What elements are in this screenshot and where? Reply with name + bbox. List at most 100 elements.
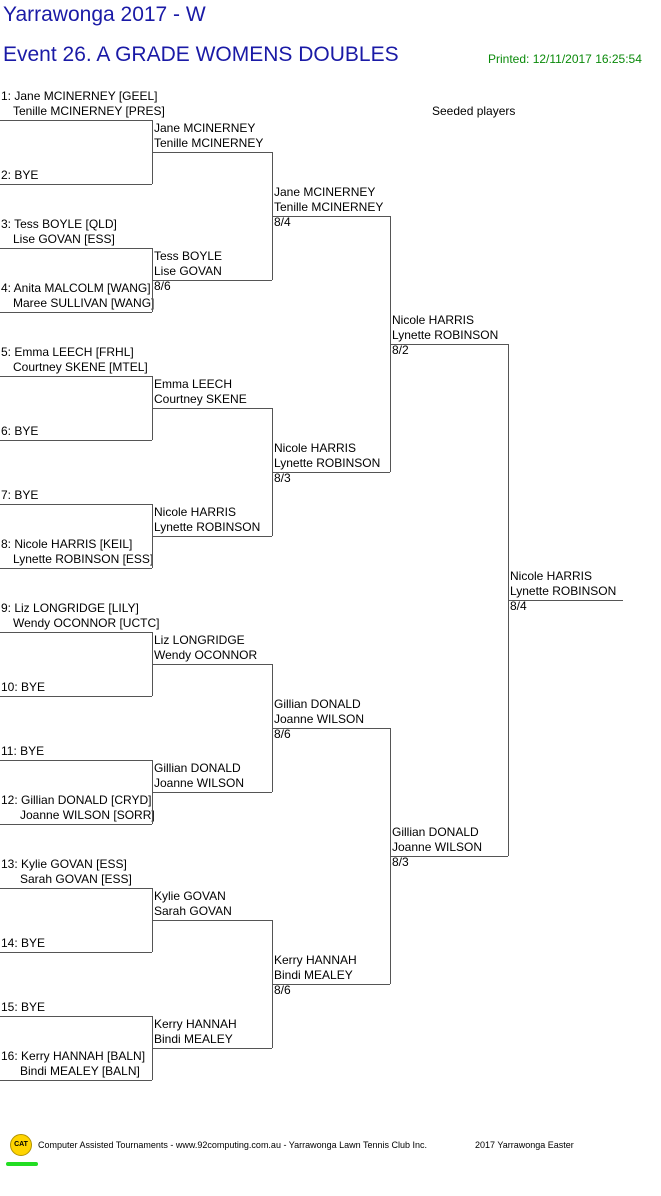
entry-name-line1: 3: Tess BOYLE [QLD]	[1, 217, 117, 231]
match-score: 8/2	[392, 343, 409, 357]
draw-line	[0, 952, 152, 953]
entry-name-line1: 5: Emma LEECH [FRHL]	[1, 345, 134, 359]
draw-line	[152, 1048, 272, 1049]
match-winner-line1: Kylie GOVAN	[154, 889, 226, 903]
draw-line	[0, 632, 152, 633]
match-winner-line1: Nicole HARRIS	[392, 313, 475, 327]
match-winner-line2: Bindi MEALEY	[274, 968, 353, 982]
match-winner-line2: Wendy OCONNOR	[154, 648, 258, 662]
match-winner-line2: Lynette ROBINSON	[154, 520, 261, 534]
draw-line	[0, 1080, 152, 1081]
match-winner-line2: Joanne WILSON	[392, 840, 483, 854]
draw-line	[0, 824, 152, 825]
tournament-title: Yarrawonga 2017 - W	[3, 3, 206, 26]
match-winner-line2: Lynette ROBINSON	[392, 328, 499, 342]
match-winner-line1: Nicole HARRIS	[154, 505, 237, 519]
entry-name-line1: 16: Kerry HANNAH [BALN]	[1, 1049, 146, 1063]
draw-line	[272, 728, 390, 729]
entry-name-line2: Bindi MEALEY [BALN]	[20, 1064, 140, 1078]
match-winner-line1: Tess BOYLE	[154, 249, 223, 263]
event-title: Event 26. A GRADE WOMENS DOUBLES	[3, 43, 399, 66]
printed-timestamp: Printed: 12/11/2017 16:25:54	[488, 52, 642, 66]
draw-line	[152, 920, 272, 921]
entry-name-line1: 10: BYE	[1, 680, 46, 694]
draw-line	[0, 696, 152, 697]
match-winner-line2: Sarah GOVAN	[154, 904, 232, 918]
draw-line	[152, 792, 272, 793]
match-score: 8/4	[274, 215, 291, 229]
match-winner-line1: Nicole HARRIS	[274, 441, 357, 455]
match-winner-line2: Courtney SKENE	[154, 392, 247, 406]
match-winner-line1: Gillian DONALD	[154, 761, 241, 775]
draw-line	[0, 120, 152, 121]
entry-name-line1: 15: BYE	[1, 1000, 46, 1014]
match-score: 8/3	[274, 471, 291, 485]
match-winner-line1: Jane MCINERNEY	[154, 121, 256, 135]
match-score: 8/6	[274, 727, 291, 741]
entry-name-line2: Joanne WILSON [SORR]	[20, 808, 155, 822]
entry-name-line1: 6: BYE	[1, 424, 39, 438]
match-winner-line2: Joanne WILSON	[274, 712, 365, 726]
entry-name-line2: Courtney SKENE [MTEL]	[13, 360, 148, 374]
match-winner-line1: Kerry HANNAH	[274, 953, 357, 967]
draw-line	[0, 568, 152, 569]
entry-name-line1: 4: Anita MALCOLM [WANG]	[1, 281, 151, 295]
match-winner-line1: Gillian DONALD	[274, 697, 361, 711]
draw-line	[272, 472, 390, 473]
match-winner-line2: Tenille MCINERNEY	[154, 136, 264, 150]
draw-line	[508, 600, 623, 601]
draw-line	[152, 280, 272, 281]
draw-line	[0, 760, 152, 761]
match-winner-line1: Jane MCINERNEY	[274, 185, 376, 199]
match-winner-line2: Joanne WILSON	[154, 776, 245, 790]
draw-line	[272, 984, 390, 985]
entry-name-line1: 9: Liz LONGRIDGE [LILY]	[1, 601, 139, 615]
draw-line	[272, 216, 390, 217]
match-winner-line2: Tenille MCINERNEY	[274, 200, 384, 214]
match-score: 8/4	[510, 599, 527, 613]
footer-event-name: 2017 Yarrawonga Easter	[475, 1140, 574, 1150]
footer-credit: Computer Assisted Tournaments - www.92co…	[38, 1140, 428, 1150]
draw-line	[0, 504, 152, 505]
draw-line	[0, 376, 152, 377]
entry-name-line2: Wendy OCONNOR [UCTC]	[13, 616, 160, 630]
match-winner-line1: Liz LONGRIDGE	[154, 633, 245, 647]
match-winner-line1: Nicole HARRIS	[510, 569, 593, 583]
match-winner-line1: Gillian DONALD	[392, 825, 479, 839]
entry-name-line2: Lynette ROBINSON [ESS]	[13, 552, 154, 566]
match-winner-line1: Kerry HANNAH	[154, 1017, 237, 1031]
match-winner-line2: Bindi MEALEY	[154, 1032, 233, 1046]
match-score: 8/6	[274, 983, 291, 997]
cat-logo: CAT	[10, 1134, 32, 1156]
draw-line	[0, 1016, 152, 1017]
match-score: 8/3	[392, 855, 409, 869]
logo-underline	[6, 1162, 38, 1166]
cat-logo-text: CAT	[14, 1141, 28, 1148]
draw-line	[390, 856, 508, 857]
entry-name-line2: Maree SULLIVAN [WANG]	[13, 296, 155, 310]
draw-line	[0, 440, 152, 441]
entry-name-line1: 12: Gillian DONALD [CRYD]	[1, 793, 152, 807]
match-winner-line2: Lise GOVAN	[154, 264, 222, 278]
entry-name-line1: 8: Nicole HARRIS [KEIL]	[1, 537, 133, 551]
match-winner-line2: Lynette ROBINSON	[510, 584, 617, 598]
match-winner-line1: Emma LEECH	[154, 377, 233, 391]
entry-name-line1: 11: BYE	[1, 744, 45, 758]
draw-line	[0, 312, 152, 313]
draw-line	[0, 888, 152, 889]
draw-line	[152, 536, 272, 537]
match-score: 8/6	[154, 279, 171, 293]
draw-line	[152, 408, 272, 409]
draw-line	[0, 184, 152, 185]
draw-line	[152, 664, 272, 665]
entry-name-line2: Sarah GOVAN [ESS]	[20, 872, 132, 886]
seeded-players-label: Seeded players	[432, 104, 516, 118]
entry-name-line1: 14: BYE	[1, 936, 46, 950]
draw-line	[152, 152, 272, 153]
entry-name-line1: 1: Jane MCINERNEY [GEEL]	[1, 89, 158, 103]
entry-name-line2: Lise GOVAN [ESS]	[13, 232, 115, 246]
match-winner-line2: Lynette ROBINSON	[274, 456, 381, 470]
draw-line	[390, 344, 508, 345]
entry-name-line1: 13: Kylie GOVAN [ESS]	[1, 857, 127, 871]
entry-name-line2: Tenille MCINERNEY [PRES]	[13, 104, 165, 118]
